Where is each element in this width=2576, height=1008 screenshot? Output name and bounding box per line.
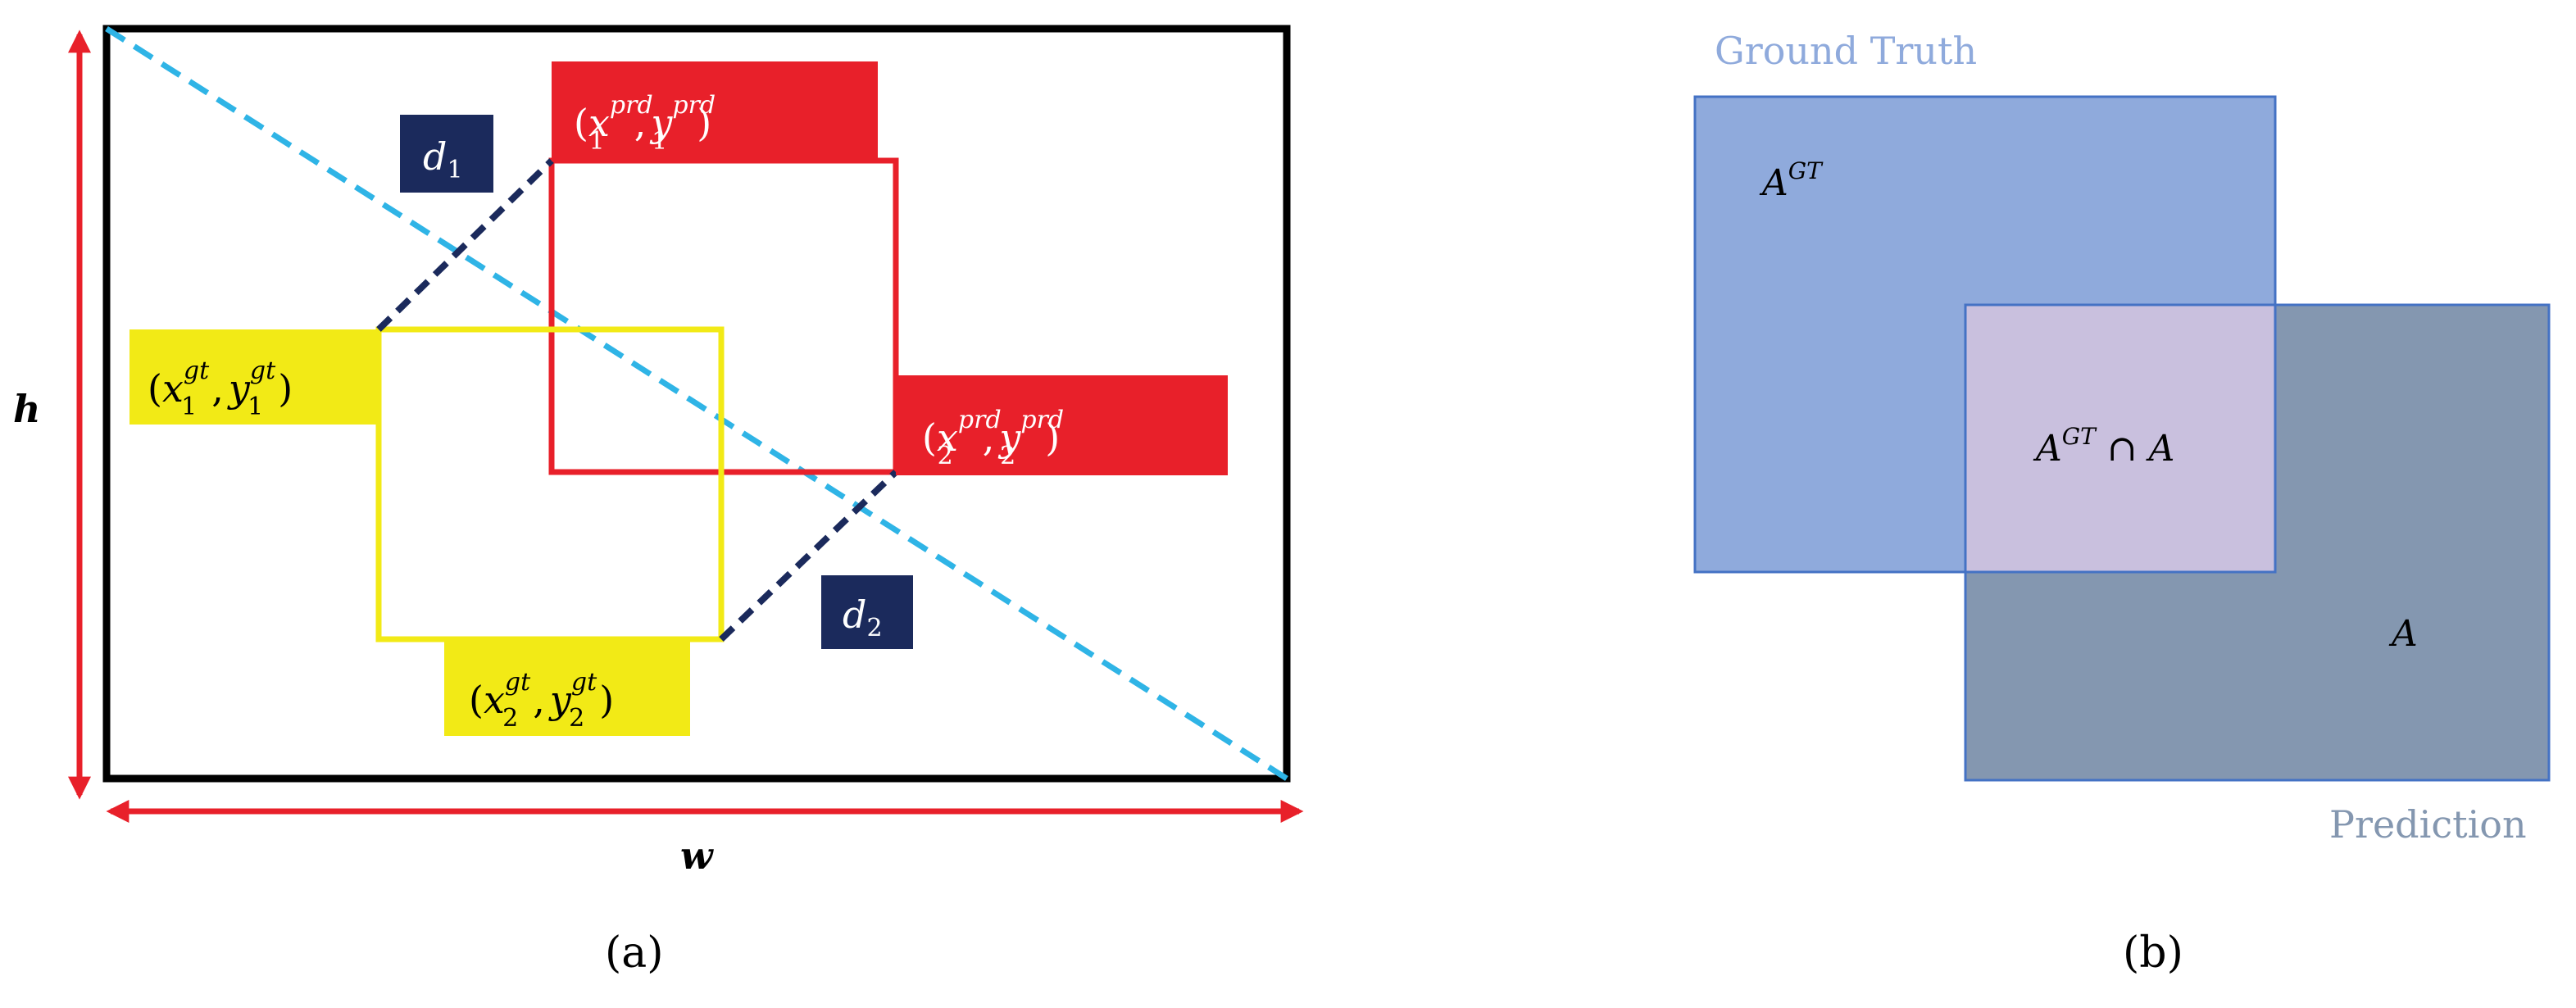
- height-label: h: [13, 387, 40, 431]
- panel-a-caption: (a): [605, 929, 664, 978]
- d1-line: [376, 158, 554, 332]
- panel-b: Ground Truth AGT AGT ∩ A A Prediction (b…: [1693, 29, 2551, 978]
- pred-point-1-label-bg: [552, 61, 878, 161]
- d1-label-bg: [400, 115, 493, 193]
- enclosing-diagonal: [105, 26, 1288, 781]
- gt-point-2-label-bg: [444, 641, 690, 736]
- d1-label: d1: [423, 134, 463, 184]
- gt-point-1-label-bg: [129, 329, 379, 425]
- ground-truth-box: [375, 326, 725, 642]
- d2-label-bg: [821, 575, 913, 649]
- area-pred-label: A: [2388, 613, 2418, 655]
- area-gt-label: AGT: [1759, 157, 1824, 204]
- panel-b-caption: (b): [2123, 929, 2183, 978]
- d2-line: [719, 470, 898, 642]
- width-label: w: [680, 833, 714, 878]
- enclosing-box: [102, 25, 1291, 783]
- pred-point-2-label-bg: [896, 375, 1228, 475]
- ground-truth-label: Ground Truth: [1715, 29, 1977, 73]
- prediction-label: Prediction: [2329, 802, 2527, 847]
- d2-label: d2: [843, 593, 883, 642]
- intersection-area: [1964, 303, 2277, 574]
- intersection-label: AGT ∩ A: [2033, 423, 2174, 470]
